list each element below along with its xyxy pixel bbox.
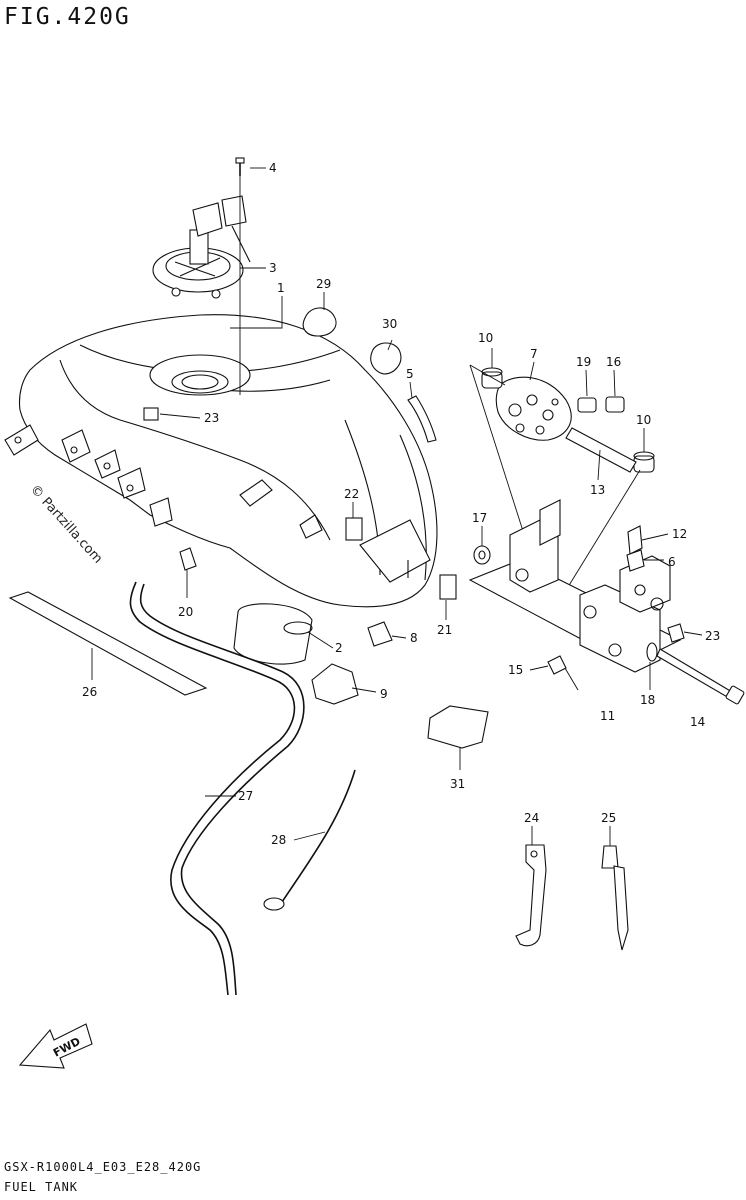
callout-27: 27 [238,789,253,803]
protector-sheet-26[interactable] [8,591,208,696]
bolt-16[interactable] [605,396,625,413]
callout-1: 1 [277,281,285,295]
cushion-8[interactable] [367,621,393,647]
shaft-13[interactable] [565,427,637,473]
washer-17[interactable] [473,545,491,565]
callout-10-lower: 10 [636,413,651,427]
callout-7: 7 [530,347,538,361]
callout-5: 5 [406,367,414,381]
callout-6: 6 [668,555,676,569]
bolt-14[interactable] [656,648,745,705]
footer-code: GSX-R1000L4_E03_E28_420G [4,1160,202,1174]
callout-25: 25 [601,811,616,825]
callout-24: 24 [524,811,539,825]
callout-21: 21 [437,623,452,637]
seal-strip[interactable] [407,395,437,443]
callout-23-right: 23 [705,629,720,643]
callout-19: 19 [576,355,591,369]
collar-10-right[interactable] [633,451,655,473]
nut-6[interactable] [626,549,645,572]
figure-title: FIG.420G [4,4,131,30]
clamp-24[interactable] [515,844,547,947]
callout-26: 26 [82,685,97,699]
label-20[interactable] [179,547,197,571]
bracket-plate-7[interactable] [495,376,572,441]
callout-10-upper: 10 [478,331,493,345]
clip-12[interactable] [627,525,643,555]
callout-22: 22 [344,487,359,501]
washer-18[interactable] [646,642,658,662]
figure-caption: FUEL TANK [4,1180,79,1194]
callout-16: 16 [606,355,621,369]
breather-tube-28[interactable] [263,769,356,911]
callout-9: 9 [380,687,388,701]
drain-hose-27[interactable] [129,581,305,996]
callout-15: 15 [508,663,523,677]
fwd-arrow-icon: FWD [18,1023,93,1069]
cushion-30[interactable] [370,342,402,375]
callout-13: 13 [590,483,605,497]
callout-2: 2 [335,641,343,655]
cap-screw[interactable] [235,157,245,176]
collar-10-left[interactable] [481,367,503,389]
holder-9[interactable] [311,663,359,705]
callout-8: 8 [410,631,418,645]
callout-29: 29 [316,277,331,291]
callout-17: 17 [472,511,487,525]
callout-4: 4 [269,161,277,175]
cushion-2[interactable] [233,603,313,665]
cushion-29[interactable] [302,307,337,337]
label-22[interactable] [345,517,363,541]
pad-31[interactable] [427,705,489,749]
callout-30: 30 [382,317,397,331]
label-21[interactable] [439,574,457,600]
callout-31: 31 [450,777,465,791]
nut-19[interactable] [577,397,597,413]
callout-14: 14 [690,715,705,729]
callout-3: 3 [269,261,277,275]
callout-28: 28 [271,833,286,847]
callout-20: 20 [178,605,193,619]
callout-18: 18 [640,693,655,707]
bracket-11[interactable] [468,499,682,673]
cable-tie-25[interactable] [601,845,629,951]
clip-23-left[interactable] [143,407,159,421]
fuel-tank-body[interactable] [4,314,438,608]
bolt-15[interactable] [547,655,579,691]
callout-12: 12 [672,527,687,541]
callout-23-left: 23 [204,411,219,425]
fuel-cap-assembly[interactable] [152,195,251,299]
callout-11: 11 [600,709,615,723]
clip-23-right[interactable] [667,623,685,643]
